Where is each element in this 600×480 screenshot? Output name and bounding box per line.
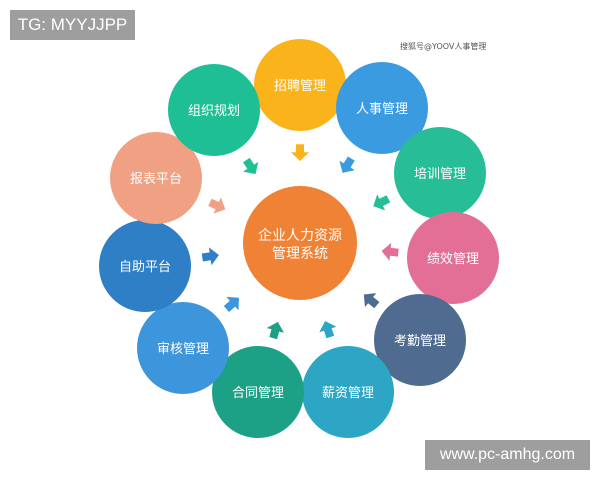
node-9: 自助平台 xyxy=(99,220,191,312)
arrow xyxy=(201,247,219,266)
node-11: 组织规划 xyxy=(168,64,260,156)
center-node: 企业人力资源 管理系统 xyxy=(243,186,357,300)
arrow xyxy=(319,321,337,339)
node-4: 绩效管理 xyxy=(407,212,499,304)
node-circle xyxy=(110,132,202,224)
node-5: 考勤管理 xyxy=(374,294,466,386)
node-label: 考勤管理 xyxy=(394,334,446,349)
node-label: 组织规划 xyxy=(188,104,240,119)
arrow xyxy=(243,157,259,175)
node-3: 培训管理 xyxy=(394,127,486,219)
node-circle xyxy=(302,346,394,438)
arrow xyxy=(363,293,380,309)
node-6: 薪资管理 xyxy=(302,346,394,438)
arrow xyxy=(223,296,239,312)
node-circle xyxy=(374,294,466,386)
node-label: 薪资管理 xyxy=(322,386,374,401)
node-10: 报表平台 xyxy=(110,132,202,224)
node-label: 自助平台 xyxy=(119,260,171,275)
node-circle xyxy=(168,64,260,156)
arrow xyxy=(291,144,309,161)
node-1: 招聘管理 xyxy=(254,39,346,131)
center-label-line2: 管理系统 xyxy=(272,246,328,262)
arrow xyxy=(266,321,284,340)
watermark-text: 搜狐号@YOOV人事管理 xyxy=(400,42,487,51)
node-label: 绩效管理 xyxy=(427,252,479,267)
website-label: www.pc-amhg.com xyxy=(425,440,590,470)
node-circle xyxy=(254,39,346,131)
arrow xyxy=(373,194,391,211)
center-label-line1: 企业人力资源 xyxy=(258,227,342,244)
arrow xyxy=(339,156,355,173)
node-circle xyxy=(336,62,428,154)
node-circle xyxy=(394,127,486,219)
node-label: 审核管理 xyxy=(157,342,209,357)
node-label: 报表平台 xyxy=(130,172,182,187)
node-8: 审核管理 xyxy=(137,302,229,394)
node-label: 合同管理 xyxy=(232,386,284,401)
arrow-group xyxy=(201,144,399,340)
node-label: 招聘管理 xyxy=(274,79,326,94)
node-7: 合同管理 xyxy=(212,346,304,438)
arrow xyxy=(381,242,399,261)
tag-label: TG: MYYJJPP xyxy=(10,10,135,40)
arrow xyxy=(208,197,226,214)
node-circle xyxy=(407,212,499,304)
node-circle xyxy=(212,346,304,438)
center-circle xyxy=(243,186,357,300)
node-circle xyxy=(137,302,229,394)
node-label: 人事管理 xyxy=(356,102,408,117)
node-label: 培训管理 xyxy=(414,166,466,182)
node-circle xyxy=(99,220,191,312)
node-2: 人事管理 xyxy=(336,62,428,154)
